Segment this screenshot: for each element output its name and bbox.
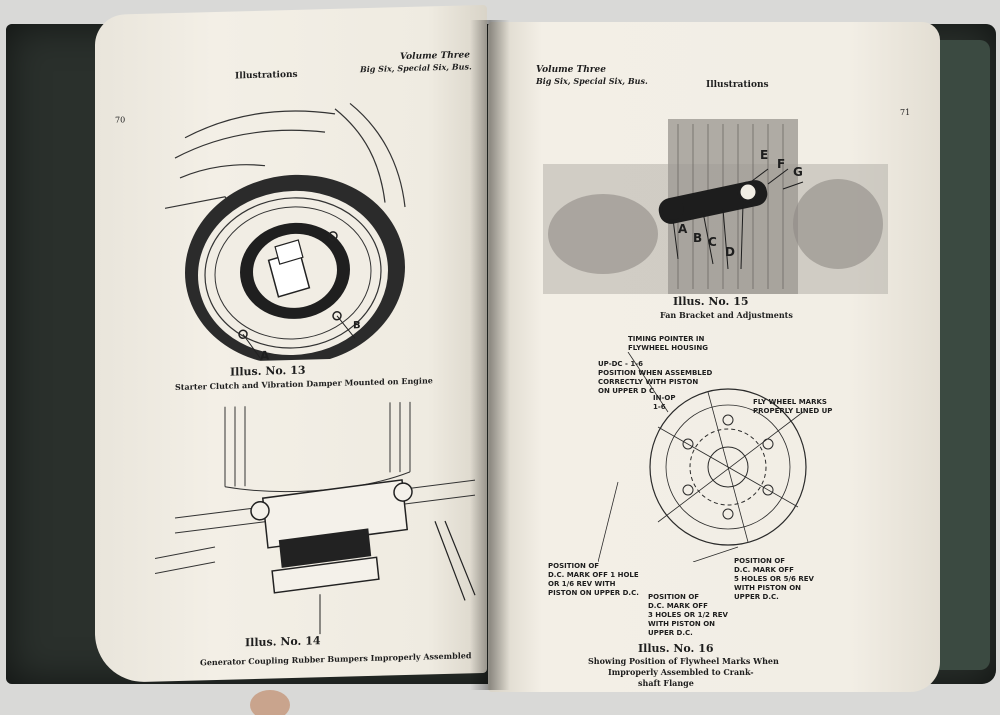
position-3-holes-label: POSITION OF D.C. MARK OFF 3 HOLES OR 1/2… bbox=[648, 593, 728, 637]
illustration-15-drawing bbox=[543, 119, 888, 294]
illustration-16-caption-line2: Improperly Assembled to Crank- bbox=[608, 667, 754, 677]
up-dc-label: UP-DC - 1-6 POSITION WHEN ASSEMBLED CORR… bbox=[598, 360, 713, 395]
illustration-16-title: Illus. No. 16 bbox=[638, 642, 714, 655]
illustration-13-drawing bbox=[165, 102, 406, 364]
illustration-15-letter-e: E bbox=[760, 148, 769, 162]
left-page: 70 Illustrations Volume Three Big Six, S… bbox=[95, 4, 487, 684]
right-header-title: Illustrations bbox=[706, 80, 769, 90]
illustration-15-caption: Fan Bracket and Adjustments bbox=[660, 310, 793, 320]
illustration-16-caption-line3: shaft Flange bbox=[638, 678, 694, 688]
illustration-14-title: Illus. No. 14 bbox=[245, 634, 321, 650]
right-volume: Volume Three bbox=[536, 65, 606, 75]
illustration-14-drawing bbox=[155, 401, 476, 635]
left-volume: Volume Three bbox=[400, 50, 470, 63]
left-page-number: 70 bbox=[115, 115, 126, 125]
illustration-13-label-a: A bbox=[260, 348, 270, 363]
illustration-15-letter-g: G bbox=[793, 165, 803, 179]
illustration-15-title: Illus. No. 15 bbox=[673, 295, 749, 308]
book-spine-shadow bbox=[470, 20, 510, 690]
position-5-holes-label: POSITION OF D.C. MARK OFF 5 HOLES OR 5/6… bbox=[734, 557, 814, 601]
illustration-16-caption-line1: Showing Position of Flywheel Marks When bbox=[588, 656, 779, 666]
in-op-label: IN-OP 1-6 bbox=[653, 394, 676, 411]
book-cover-edge bbox=[935, 40, 990, 670]
illustration-15-letter-b: B bbox=[693, 231, 703, 245]
illustration-13-title: Illus. No. 13 bbox=[230, 363, 306, 379]
illustration-15-letter-f: F bbox=[777, 157, 786, 171]
illustration-13-caption: Starter Clutch and Vibration Damper Moun… bbox=[175, 375, 433, 393]
illustration-15-letter-c: C bbox=[708, 235, 717, 249]
left-subtitle: Big Six, Special Six, Bus. bbox=[360, 61, 472, 75]
right-page: Volume Three Big Six, Special Six, Bus. … bbox=[488, 22, 940, 692]
left-header-title: Illustrations bbox=[235, 69, 298, 82]
right-subtitle: Big Six, Special Six, Bus. bbox=[536, 76, 648, 86]
illustration-15-letter-d: D bbox=[725, 245, 735, 259]
thumb bbox=[250, 690, 290, 715]
timing-pointer-label: TIMING POINTER IN FLYWHEEL HOUSING bbox=[628, 335, 709, 352]
illustration-14-caption: Generator Coupling Rubber Bumpers Improp… bbox=[200, 650, 472, 668]
illustration-16-drawing bbox=[598, 352, 807, 562]
illustration-13-label-b: B bbox=[353, 320, 361, 332]
position-1-hole-label: POSITION OF D.C. MARK OFF 1 HOLE OR 1/6 … bbox=[548, 562, 639, 597]
illustration-15-letter-a: A bbox=[678, 222, 688, 236]
right-page-number: 71 bbox=[900, 108, 911, 117]
flywheel-marks-label: FLY WHEEL MARKS PROPERLY LINED UP bbox=[753, 398, 833, 415]
